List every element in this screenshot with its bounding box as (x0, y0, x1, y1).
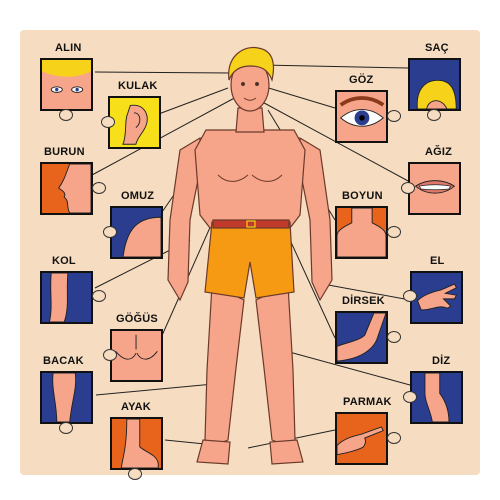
label-boyun: BOYUN (342, 190, 383, 202)
tile-dirsek[interactable] (335, 311, 388, 364)
tile-bacak[interactable] (40, 371, 93, 424)
label-bacak: BACAK (43, 355, 84, 367)
label-kol: KOL (52, 255, 76, 267)
elbow-icon (337, 313, 386, 362)
label-diz: DİZ (432, 355, 451, 367)
label-ayak: AYAK (121, 401, 151, 413)
tile-knob (59, 422, 73, 434)
body-figure (167, 46, 333, 465)
line-kulak (147, 87, 229, 119)
line-dirsek (289, 239, 336, 339)
body-details (217, 81, 283, 182)
tile-burun[interactable] (40, 162, 93, 215)
tile-knob (92, 182, 106, 194)
neck-icon (337, 208, 386, 257)
tile-knob (401, 182, 415, 194)
nose-icon (42, 164, 91, 213)
tile-knob (387, 226, 401, 238)
line-burun (91, 94, 241, 176)
label-el: EL (430, 255, 445, 267)
label-omuz: OMUZ (121, 190, 155, 202)
connector-lines (91, 64, 411, 449)
label-dirsek: DİRSEK (342, 295, 385, 307)
tile-knob (427, 109, 441, 121)
tile-knob (403, 391, 417, 403)
hair-icon (410, 60, 459, 109)
tile-knob (101, 116, 115, 128)
label-gogus: GÖĞÜS (116, 313, 158, 325)
tile-goz[interactable] (335, 90, 388, 143)
foot-icon (112, 419, 161, 468)
label-kulak: KULAK (118, 80, 158, 92)
tile-knob (103, 226, 117, 238)
tile-boyun[interactable] (335, 206, 388, 259)
chest-icon (112, 331, 161, 380)
tile-knob (92, 290, 106, 302)
label-burun: BURUN (44, 146, 85, 158)
arm-icon (42, 273, 91, 322)
mouth-icon (410, 164, 459, 213)
tile-el[interactable] (410, 271, 463, 324)
tile-sac[interactable] (408, 58, 461, 111)
label-agiz: AĞIZ (425, 146, 453, 158)
belt-buckle (246, 220, 256, 228)
line-agiz (254, 97, 411, 183)
label-goz: GÖZ (349, 74, 374, 86)
tile-diz[interactable] (410, 371, 463, 424)
forehead-icon (42, 60, 91, 109)
tile-knob (59, 109, 73, 121)
tile-parmak[interactable] (335, 412, 388, 465)
label-sac: SAÇ (425, 42, 449, 54)
line-goz (261, 85, 336, 109)
line-sac (261, 64, 409, 69)
tile-agiz[interactable] (408, 162, 461, 215)
eye-icon (337, 92, 386, 141)
tile-alin[interactable] (40, 58, 93, 111)
ear-icon (110, 98, 159, 147)
label-parmak: PARMAK (343, 396, 392, 408)
leg-icon (42, 373, 91, 422)
tile-knob (128, 468, 142, 480)
finger-icon (337, 414, 386, 463)
tile-knob (387, 432, 401, 444)
tile-kulak[interactable] (108, 96, 161, 149)
shoulder-icon (112, 208, 161, 257)
hand-icon (412, 273, 461, 322)
label-alin: ALIN (55, 42, 82, 54)
knee-icon (412, 373, 461, 422)
tile-ayak[interactable] (110, 417, 163, 470)
tile-knob (103, 349, 117, 361)
tile-gogus[interactable] (110, 329, 163, 382)
tile-omuz[interactable] (110, 206, 163, 259)
tile-knob (387, 331, 401, 343)
tile-kol[interactable] (40, 271, 93, 324)
line-diz (281, 349, 411, 386)
line-alin (94, 71, 233, 74)
tile-knob (403, 290, 417, 302)
tile-knob (387, 110, 401, 122)
